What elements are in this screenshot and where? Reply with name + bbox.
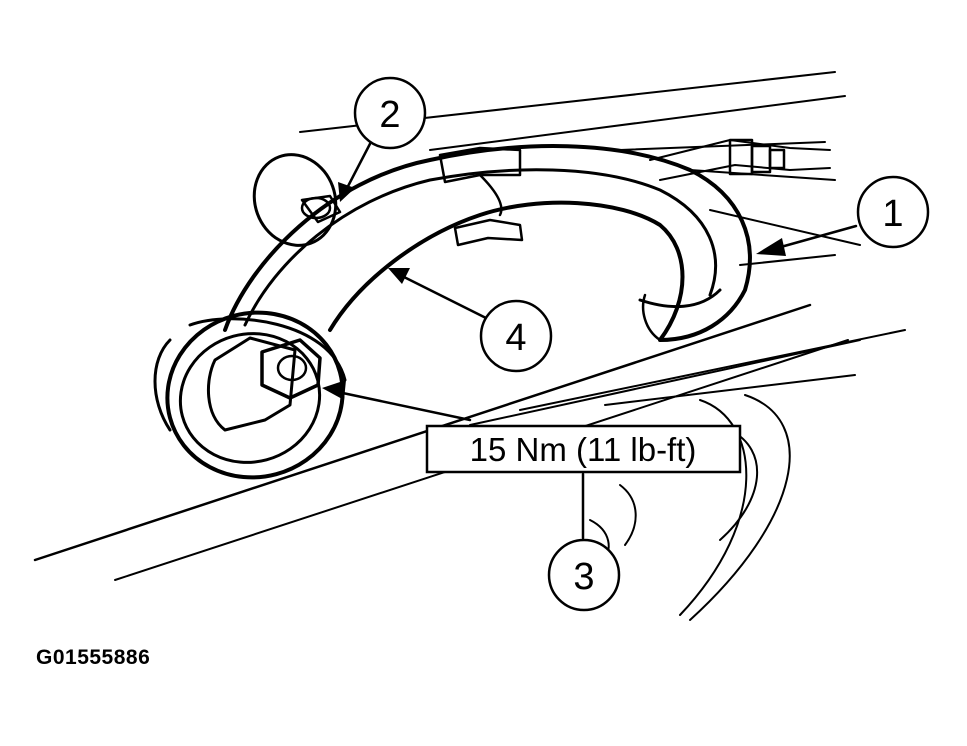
callout-4-number: 4 (505, 317, 526, 359)
heat-shield (223, 144, 752, 342)
callout-3-number: 3 (573, 556, 594, 598)
mounting-flange (153, 310, 347, 480)
wiring-connector (649, 138, 831, 181)
callout-1: 1 (856, 175, 930, 249)
callout-3: 3 (547, 538, 621, 612)
vehicle-body-lines (33, 71, 906, 621)
callout-4: 4 (479, 299, 553, 373)
torque-spec-text: 15 Nm (11 lb-ft) (470, 431, 697, 468)
torque-spec-box: 15 Nm (11 lb-ft) (425, 424, 742, 474)
callout-2-number: 2 (379, 94, 400, 136)
callout-2: 2 (353, 76, 427, 150)
retaining-bolt (206, 336, 322, 432)
figure-id: G01555886 (36, 646, 151, 669)
leader-lines (322, 138, 858, 540)
callout-1-number: 1 (882, 193, 903, 235)
